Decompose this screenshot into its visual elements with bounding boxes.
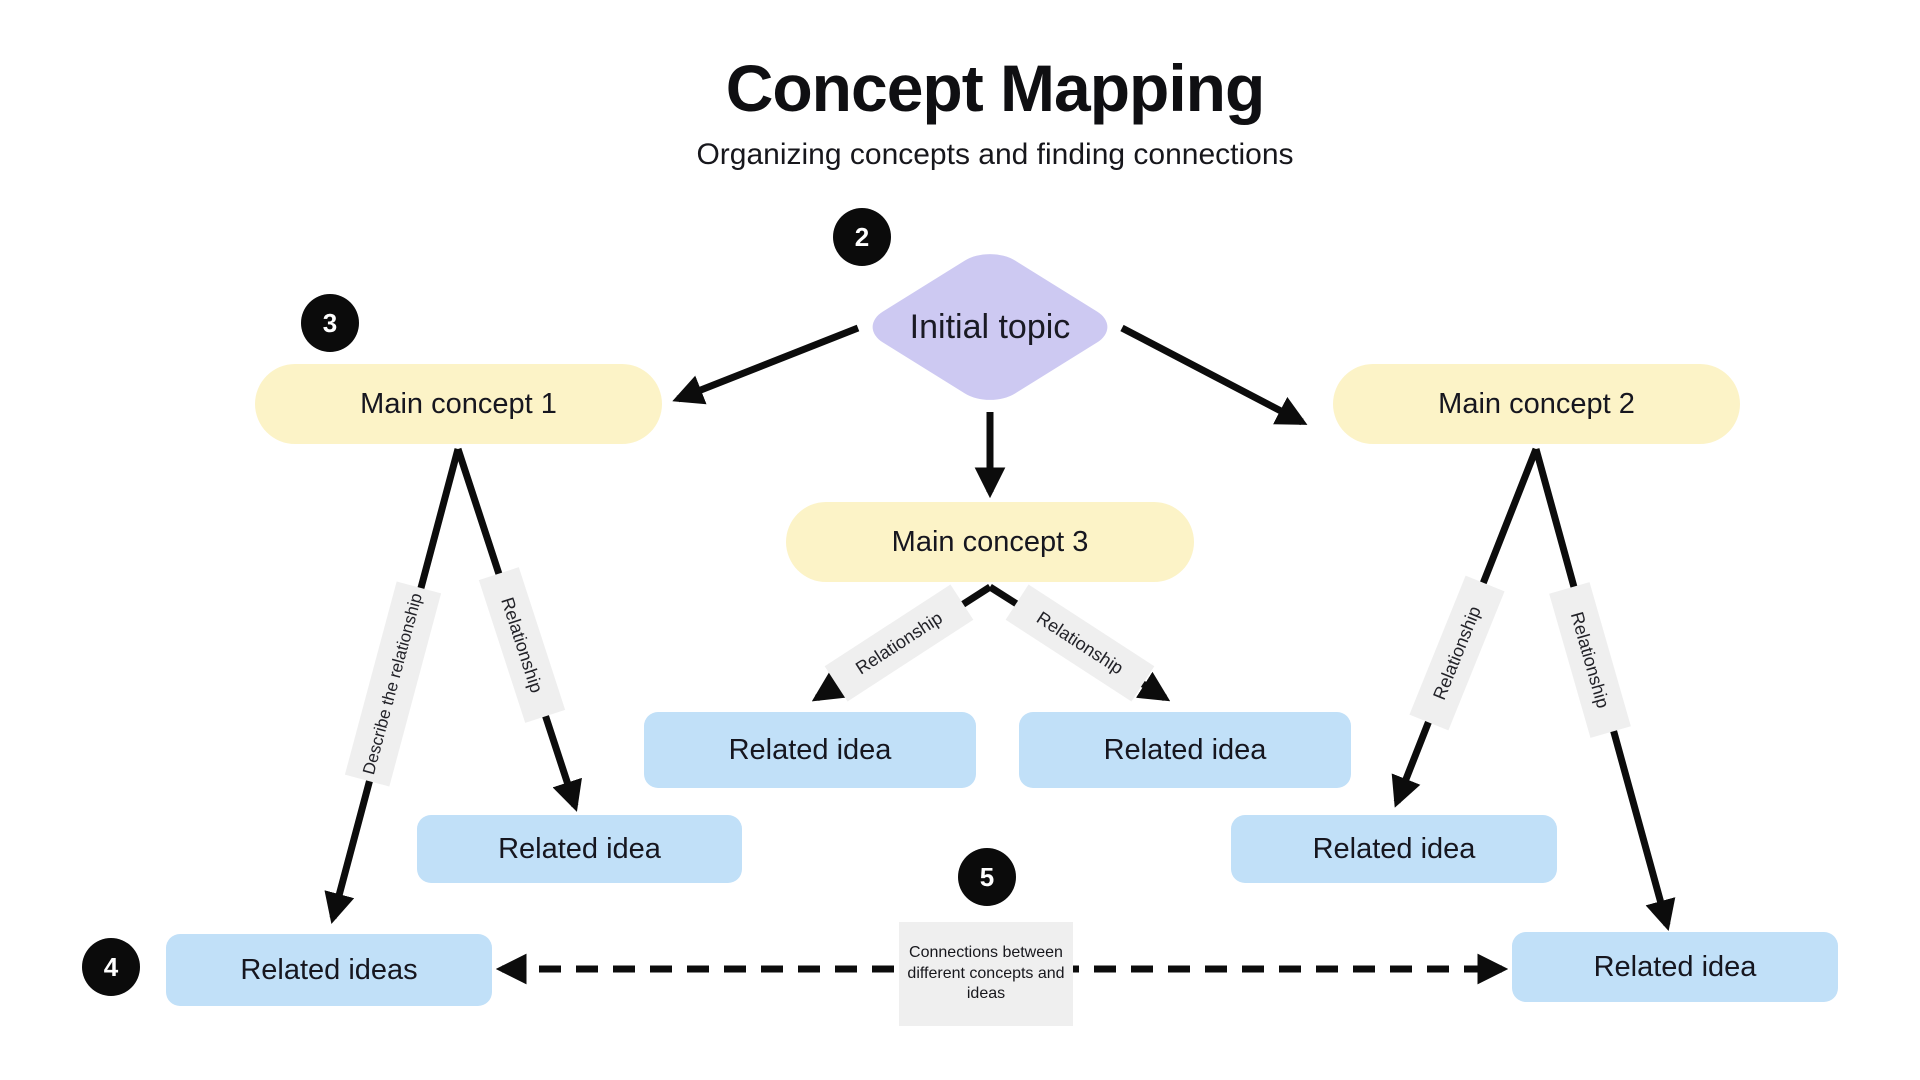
node-related-idea-mid-right: Related idea bbox=[1231, 815, 1557, 883]
arrow-initial-to-concept1 bbox=[672, 324, 860, 405]
node-related-idea-mid-left: Related idea bbox=[417, 815, 742, 883]
page-title: Concept Mapping bbox=[725, 51, 1266, 125]
node-related-idea-center-right: Related idea bbox=[1019, 712, 1351, 788]
step-badge-3: 3 bbox=[301, 294, 359, 352]
node-main-concept-2: Main concept 2 bbox=[1333, 364, 1740, 444]
node-related-ideas-bottom-left: Related ideas bbox=[166, 934, 492, 1006]
initial-topic-label: Initial topic bbox=[909, 307, 1071, 346]
node-related-idea-center-left: Related idea bbox=[644, 712, 976, 788]
node-related-idea-bottom-right: Related idea bbox=[1512, 932, 1838, 1002]
connections-note: Connections between different concepts a… bbox=[899, 922, 1073, 1026]
node-main-concept-1: Main concept 1 bbox=[255, 364, 662, 444]
page-subtitle: Organizing concepts and finding connecti… bbox=[696, 138, 1294, 171]
node-main-concept-3: Main concept 3 bbox=[786, 502, 1194, 582]
step-badge-4: 4 bbox=[82, 938, 140, 996]
node-initial-topic: Initial topic bbox=[857, 244, 1123, 410]
arrow-initial-to-concept2 bbox=[1120, 324, 1308, 426]
step-badge-5: 5 bbox=[958, 848, 1016, 906]
step-badge-2: 2 bbox=[833, 208, 891, 266]
